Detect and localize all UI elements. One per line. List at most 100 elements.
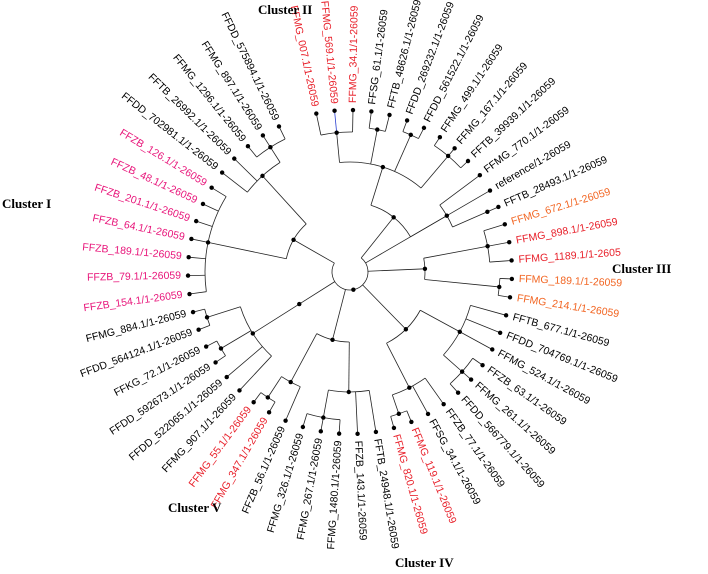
leaf-node xyxy=(350,107,356,113)
leaf-branch xyxy=(487,241,510,247)
leaf-node xyxy=(251,400,256,405)
leaf-node xyxy=(232,156,237,161)
leaf-branch xyxy=(189,291,207,295)
internal-branch xyxy=(206,306,241,318)
internal-node-19 xyxy=(288,379,293,385)
internal-node-8 xyxy=(485,244,490,249)
tree-nodes xyxy=(185,107,515,437)
cluster-label-ii: Cluster II xyxy=(258,2,312,17)
leaf-node xyxy=(507,295,513,300)
leaf-node xyxy=(480,362,485,368)
internal-node-1 xyxy=(375,127,380,132)
leaf-branch xyxy=(355,391,358,434)
cluster-label-iii: Cluster III xyxy=(612,261,671,276)
leaf-node xyxy=(336,431,342,436)
internal-branch xyxy=(386,342,410,388)
leaf-label: FFZB_189.1/1-26059 xyxy=(82,241,183,262)
leaf-label: FFMG_007.1/1-26059 xyxy=(288,4,321,108)
internal-branch xyxy=(452,211,488,228)
internal-branch xyxy=(367,268,425,272)
leaf-branch xyxy=(334,110,338,133)
internal-branch xyxy=(252,303,300,334)
internal-branch xyxy=(336,132,340,163)
leaf-label: FFMG_34.1/1-26059 xyxy=(347,5,361,103)
leaf-node xyxy=(314,111,319,116)
internal-branch xyxy=(362,284,407,330)
leaf-node xyxy=(409,419,414,425)
internal-branch xyxy=(322,389,329,418)
internal-node-18 xyxy=(265,395,271,400)
leaf-node xyxy=(441,401,446,407)
leaf-node xyxy=(465,158,471,164)
internal-node-24 xyxy=(297,301,302,307)
leaf-node xyxy=(437,135,443,140)
leaf-node xyxy=(300,424,306,430)
leaf-node xyxy=(355,431,360,437)
leaf-branch xyxy=(459,331,493,350)
internal-node-26 xyxy=(268,145,273,150)
leaf-branch xyxy=(338,419,341,434)
internal-branch xyxy=(290,333,318,383)
leaf-branch xyxy=(439,174,481,206)
cluster-label-iv: Cluster IV xyxy=(395,555,454,570)
internal-node-28 xyxy=(291,237,296,242)
leaf-node xyxy=(190,309,196,315)
internal-branch xyxy=(423,245,488,259)
leaf-branch xyxy=(412,385,429,415)
leaf-label: FFZB_154.1/1-26059 xyxy=(83,289,184,314)
internal-branch xyxy=(267,376,282,398)
internal-node-12 xyxy=(457,329,462,334)
internal-node-11 xyxy=(459,369,465,374)
leaf-branch xyxy=(368,390,377,432)
internal-branch xyxy=(299,281,335,305)
leaf-branch xyxy=(368,111,372,129)
leaf-node xyxy=(509,276,515,282)
internal-node-20 xyxy=(330,337,335,342)
leaf-branch xyxy=(384,114,390,132)
internal-node-27 xyxy=(260,173,265,179)
leaf-node xyxy=(503,313,509,318)
leaf-branch xyxy=(278,126,286,140)
internal-node-13 xyxy=(396,411,402,417)
leaf-branch xyxy=(446,190,491,217)
internal-node-5 xyxy=(485,209,490,215)
leaf-node xyxy=(373,429,379,435)
internal-node-22 xyxy=(204,315,210,320)
leaf-node xyxy=(224,374,229,380)
leaf-branch xyxy=(234,158,258,182)
leaf-label: FFMG_569.1/1-26059 xyxy=(318,0,340,104)
leaf-node xyxy=(369,109,374,114)
internal-node-16 xyxy=(321,415,326,420)
internal-branch xyxy=(394,134,412,172)
internal-branch xyxy=(420,309,460,333)
leaf-branch xyxy=(302,413,308,428)
leaf-branch xyxy=(211,187,227,197)
leaf-branch xyxy=(315,113,322,136)
cluster-label-v: Cluster V xyxy=(168,500,222,515)
internal-node-2 xyxy=(408,132,413,138)
leaf-node xyxy=(185,273,191,278)
leaf-node xyxy=(266,410,272,415)
clade-arc xyxy=(331,257,369,291)
cluster-label-i: Cluster I xyxy=(2,196,51,211)
internal-node-29 xyxy=(351,287,356,292)
leaf-node xyxy=(186,254,191,260)
leaf-node xyxy=(507,239,512,245)
leaf-branch xyxy=(483,223,505,232)
leaf-branch xyxy=(262,135,271,148)
leaf-label: FFZB_143.1/1-26059 xyxy=(352,441,369,541)
internal-branch xyxy=(370,166,384,206)
leaf-branch xyxy=(320,417,324,432)
leaf-node xyxy=(187,291,192,297)
leaf-node xyxy=(318,429,324,434)
leaf-node xyxy=(237,388,242,393)
leaf-node xyxy=(421,125,427,131)
leaf-label: FFZB_79.1/1-26059 xyxy=(87,270,181,284)
leaf-node xyxy=(468,377,474,382)
internal-branch xyxy=(332,289,346,340)
leaf-node xyxy=(490,347,495,352)
internal-branch xyxy=(391,394,400,414)
leaf-branch xyxy=(191,238,209,243)
